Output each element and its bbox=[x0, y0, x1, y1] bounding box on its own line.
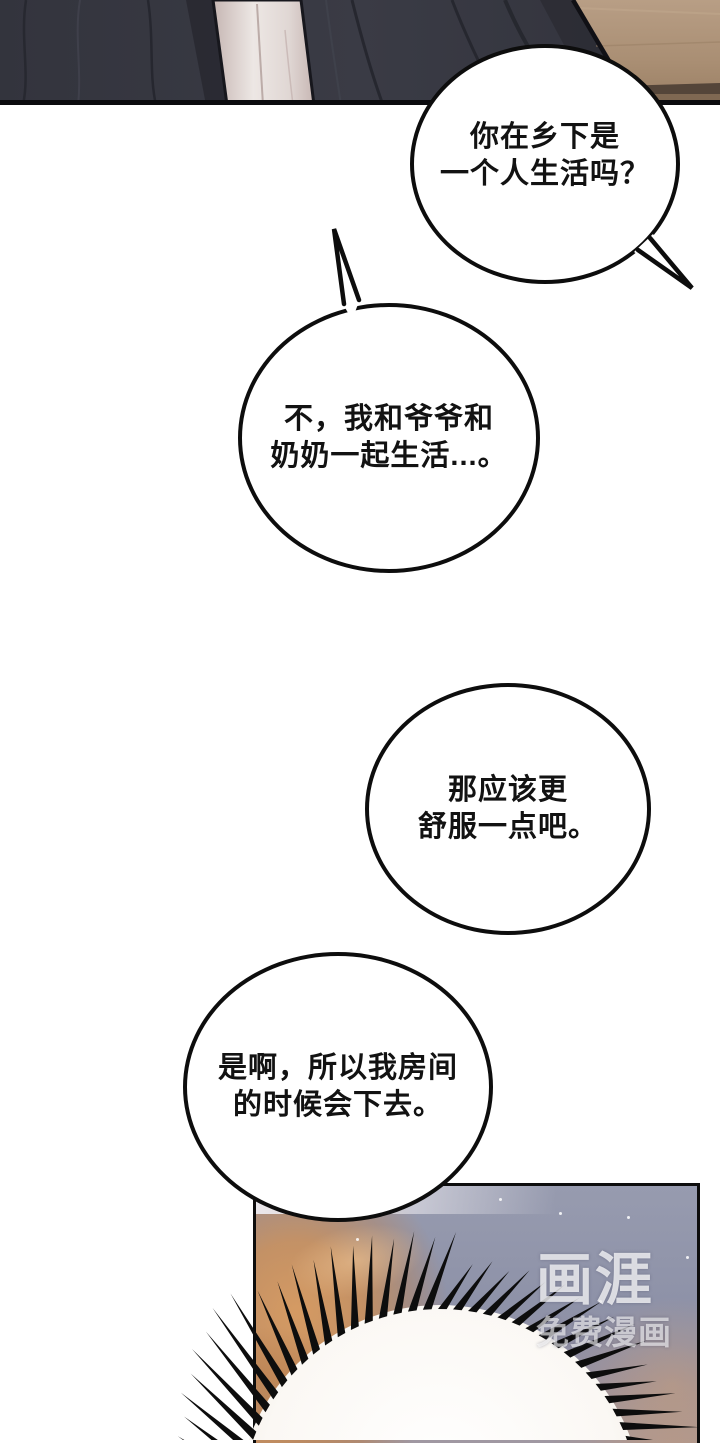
bubble-4-line-1: 是啊，所以我房间 bbox=[217, 1052, 458, 1084]
orange-wisp-right bbox=[567, 1296, 697, 1443]
bubble-1-text: 你在乡下是 一个人生活吗？ bbox=[440, 119, 650, 209]
star-speck bbox=[686, 1256, 689, 1259]
warm-corner-glow bbox=[547, 1343, 697, 1443]
speech-bubble-2: 不，我和爷爷和 奶奶一起生活...。 bbox=[238, 303, 540, 573]
shirt-crease bbox=[256, 3, 264, 106]
star-speck bbox=[627, 1216, 630, 1219]
jacket-fold bbox=[21, 0, 28, 106]
star-speck bbox=[559, 1212, 562, 1215]
bubble-1-line-2: 一个人生活吗？ bbox=[439, 158, 650, 190]
wood-grain bbox=[577, 7, 720, 15]
bubble-3-line-2: 舒服一点吧。 bbox=[417, 811, 598, 843]
speech-bubble-4: 是啊，所以我房间 的时候会下去。 bbox=[183, 952, 493, 1222]
bubble-3-line-1: 那应该更 bbox=[447, 774, 568, 806]
star-speck bbox=[599, 1300, 602, 1303]
orange-cloud-left bbox=[256, 1186, 446, 1443]
orange-cloud-lower bbox=[256, 1326, 416, 1443]
shirt bbox=[211, 0, 316, 107]
wooden-door bbox=[573, 0, 720, 105]
bubble-2-text: 不，我和爷爷和 奶奶一起生活...。 bbox=[270, 401, 507, 475]
shirt-crease bbox=[284, 29, 294, 106]
bubble-2-line-1: 不，我和爷爷和 bbox=[283, 403, 494, 435]
bubble-4-line-2: 的时候会下去。 bbox=[232, 1089, 443, 1121]
bubble-4-text: 是啊，所以我房间 的时候会下去。 bbox=[218, 1050, 458, 1124]
jacket-fold bbox=[146, 0, 158, 106]
bubble-1-tail bbox=[635, 235, 694, 290]
star-speck bbox=[499, 1198, 502, 1201]
panel-bottom bbox=[253, 1183, 700, 1443]
panel-top-border bbox=[0, 100, 720, 105]
bubble-3-text: 那应该更 舒服一点吧。 bbox=[418, 772, 598, 846]
bubble-1-line-1: 你在乡下是 bbox=[469, 121, 620, 153]
jacket-fold bbox=[350, 0, 385, 106]
speech-bubble-3: 那应该更 舒服一点吧。 bbox=[365, 683, 651, 935]
star-speck bbox=[356, 1238, 359, 1241]
speech-bubble-1: 你在乡下是 一个人生活吗？ bbox=[410, 44, 680, 284]
jacket-fold bbox=[325, 0, 342, 106]
bubble-2-line-2: 奶奶一起生活...。 bbox=[270, 440, 508, 472]
jacket-fold bbox=[76, 0, 81, 106]
bubble-2-tail bbox=[331, 228, 362, 307]
wood-grain bbox=[595, 41, 720, 47]
cloud-highlight bbox=[280, 1212, 432, 1310]
jacket-shadow bbox=[186, 0, 230, 105]
